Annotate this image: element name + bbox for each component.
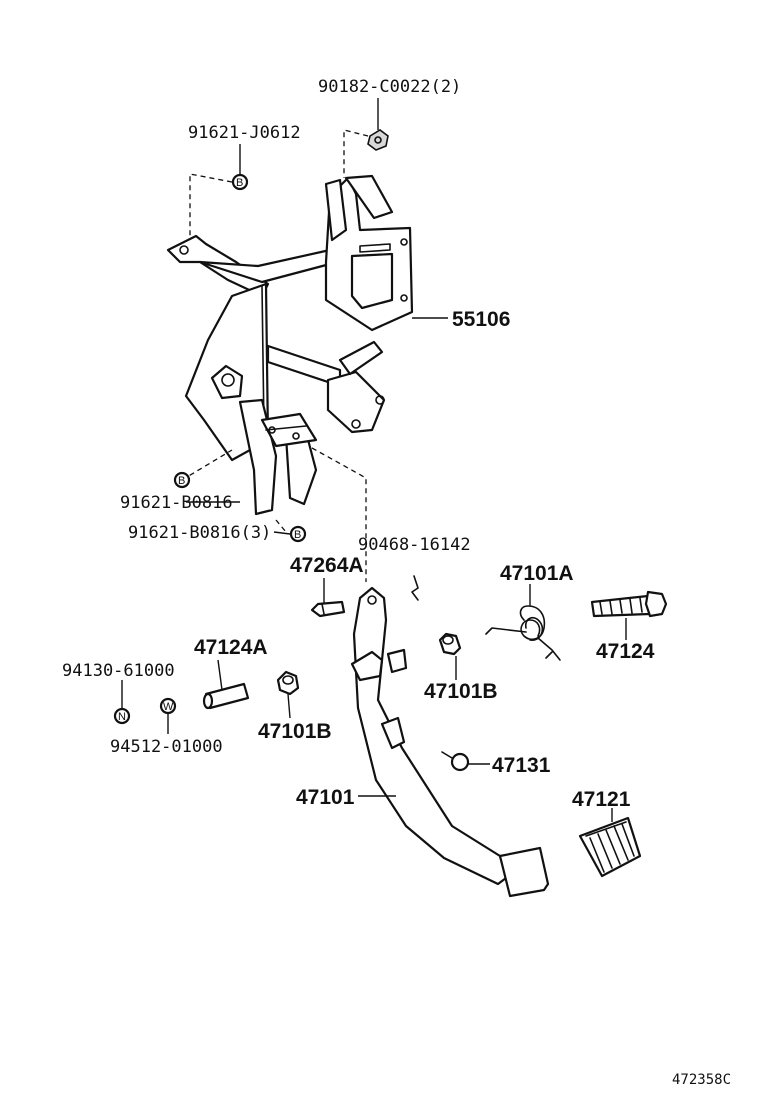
washer-w-letter: W <box>163 701 174 713</box>
pedal-bracket-55106 <box>166 174 414 516</box>
badge-b-mid-letter: B <box>178 475 185 487</box>
bolt-91621-j0612 <box>231 173 249 191</box>
bushing-47101b-left <box>276 670 300 696</box>
callout-91621-j0612: 91621-J0612 <box>188 123 301 143</box>
badge-b-low-letter: B <box>294 529 301 541</box>
callout-90182-c0022: 90182-C0022(2) <box>318 77 461 97</box>
leader-lines <box>121 98 627 822</box>
callout-94512-01000: 94512-01000 <box>110 737 223 757</box>
callout-labels: 90182-C0022(2) 91621-J0612 55106 91621-B… <box>62 77 731 1088</box>
nut-90182-c0022 <box>367 129 389 151</box>
callout-47264a: 47264A <box>290 554 364 577</box>
brake-pedal-arm-47101 <box>350 586 550 898</box>
diagram-reference-number: 472358C <box>672 1072 731 1088</box>
callout-90468-16142: 90468-16142 <box>358 535 471 555</box>
callout-47101a: 47101A <box>500 562 574 585</box>
callout-94130-61000: 94130-61000 <box>62 661 175 681</box>
collar-47124a <box>202 682 250 710</box>
return-spring-47101a <box>485 605 561 661</box>
stopper-cushion-47131 <box>441 751 470 772</box>
pivot-bolt-47124 <box>590 590 668 618</box>
clip-90468-16142 <box>411 575 419 601</box>
pin-47264a <box>310 600 346 618</box>
badge-b-top: B <box>236 177 243 189</box>
washer-94512-01000: W <box>159 697 177 715</box>
callout-47131: 47131 <box>492 754 551 777</box>
callout-91621-b0816-3: 91621-B0816(3) <box>128 523 271 543</box>
pedal-pad-47121 <box>578 816 642 878</box>
bushing-47101b-right <box>438 632 462 656</box>
dashed-reference-lines <box>181 129 369 582</box>
callout-47101b-right: 47101B <box>424 680 498 703</box>
callout-47121: 47121 <box>572 788 631 811</box>
callout-47101: 47101 <box>296 786 355 809</box>
callout-47101b-left: 47101B <box>258 720 332 743</box>
nut-94130-61000: N <box>113 707 131 725</box>
badge-b-low: B <box>289 525 307 543</box>
callout-55106: 55106 <box>452 308 510 331</box>
callout-47124a: 47124A <box>194 636 268 659</box>
callout-47124: 47124 <box>596 640 655 663</box>
callout-91621-b0816: 91621-B0816 <box>120 493 233 513</box>
badge-b-mid: B <box>173 471 191 489</box>
nut-n-letter: N <box>118 711 126 723</box>
badge-b-top-letter: B <box>236 177 243 189</box>
